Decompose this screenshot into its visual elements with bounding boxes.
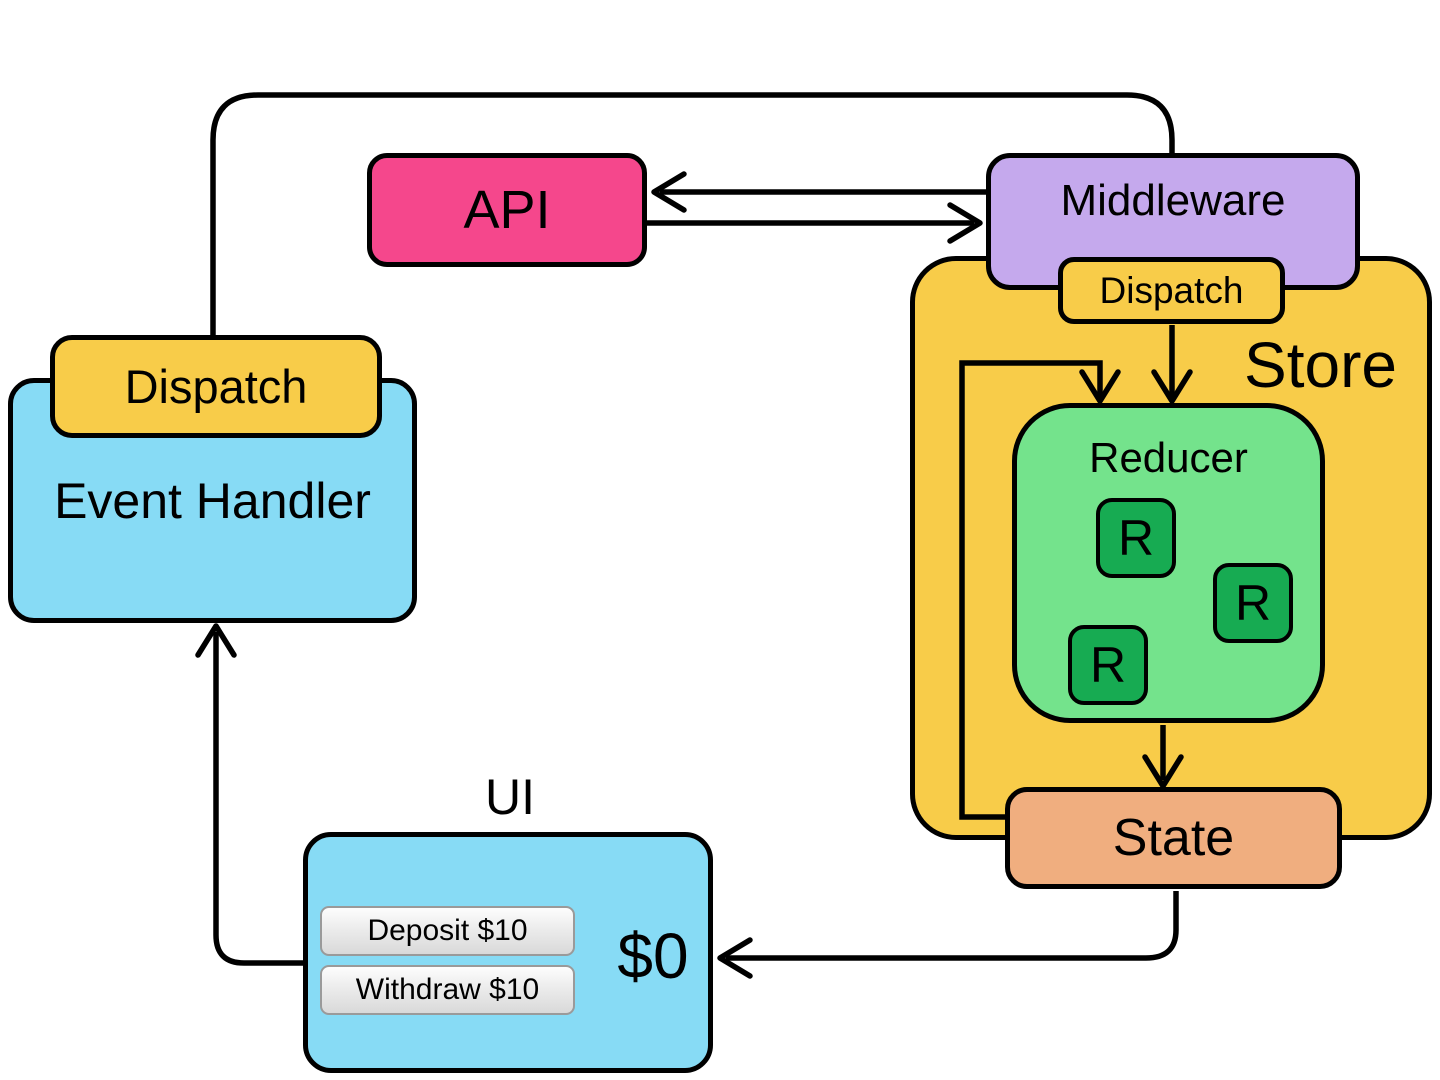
reducer-to-state-arrowhead (1142, 754, 1184, 789)
api-box: API (367, 153, 647, 267)
ui-label: UI (485, 769, 535, 825)
middleware-label: Middleware (1060, 176, 1286, 225)
api-label: API (463, 180, 551, 240)
dispatch-label: Dispatch (124, 360, 308, 413)
reducer-r2-label: R (1234, 575, 1272, 631)
ui-to-event-handler-arrowhead (195, 623, 237, 658)
state-to-reducer-loop-line (959, 360, 1103, 820)
ui-to-event-handler-line (213, 632, 307, 966)
middleware-to-api-arrowhead (651, 171, 687, 213)
store-label: Store (1244, 329, 1397, 401)
dispatch-to-middleware-line (210, 92, 1175, 337)
deposit-button[interactable]: Deposit $10 (320, 906, 575, 956)
dispatch-box: Dispatch (50, 335, 382, 438)
api-to-middleware-arrowhead (947, 202, 983, 244)
ui-box: Deposit $10 Withdraw $10 $0 (303, 832, 713, 1073)
reducer-r2-box: R (1213, 563, 1293, 643)
state-to-ui-line (726, 891, 1179, 961)
reducer-r1-label: R (1117, 510, 1155, 566)
reducer-r3-box: R (1068, 625, 1148, 705)
store-dispatch-box: Dispatch (1058, 257, 1285, 324)
withdraw-button[interactable]: Withdraw $10 (320, 965, 575, 1015)
reducer-r1-box: R (1096, 498, 1176, 578)
event-handler-label: Event Handler (54, 472, 371, 529)
state-to-ui-arrowhead (717, 937, 753, 979)
state-box: State (1005, 787, 1342, 889)
state-to-reducer-loop-arrowhead (1079, 369, 1121, 404)
state-label: State (1112, 809, 1235, 867)
store-dispatch-label: Dispatch (1099, 269, 1244, 311)
reducer-r3-label: R (1089, 637, 1127, 693)
balance-value: $0 (617, 920, 689, 992)
dispatch-to-reducer-arrowhead (1151, 369, 1193, 404)
reducer-label: Reducer (1089, 434, 1248, 481)
